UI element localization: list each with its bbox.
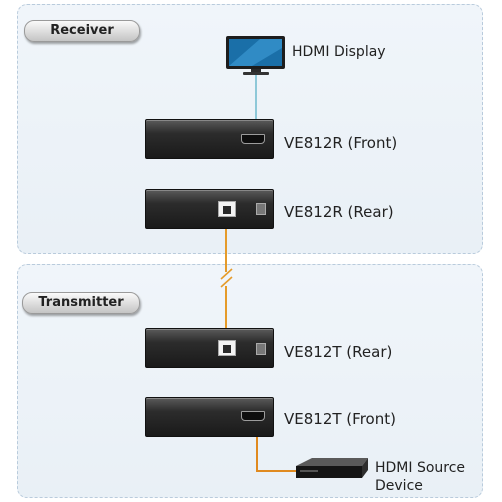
ve812r-front-label: VE812R (Front) <box>284 134 398 152</box>
transmitter-section-label: Transmitter <box>22 292 140 314</box>
ve812r-front-unit <box>145 119 274 159</box>
ve812t-front-unit <box>145 397 274 437</box>
ve812r-rear-unit <box>145 189 274 229</box>
rj45-port-icon <box>218 340 236 356</box>
ve812t-rear-label: VE812T (Rear) <box>284 343 393 361</box>
receiver-section-label: Receiver <box>24 20 140 42</box>
ve812t-rear-unit <box>145 328 274 368</box>
rj45-port-icon <box>218 201 236 217</box>
hdmi-source-label-line2: Device <box>375 478 423 494</box>
hdmi-port-icon <box>241 411 265 421</box>
cable-break-icon <box>220 268 233 288</box>
hdmi-port-icon <box>241 134 265 144</box>
hdmi-source-label-line1: HDMI Source <box>375 460 466 476</box>
power-jack-icon <box>256 343 266 355</box>
ve812t-front-label: VE812T (Front) <box>284 410 396 428</box>
power-jack-icon <box>256 203 266 215</box>
hdmi-display-label: HDMI Display <box>292 44 386 60</box>
hdmi-source-cable <box>256 422 296 472</box>
ve812r-rear-label: VE812R (Rear) <box>284 203 394 221</box>
